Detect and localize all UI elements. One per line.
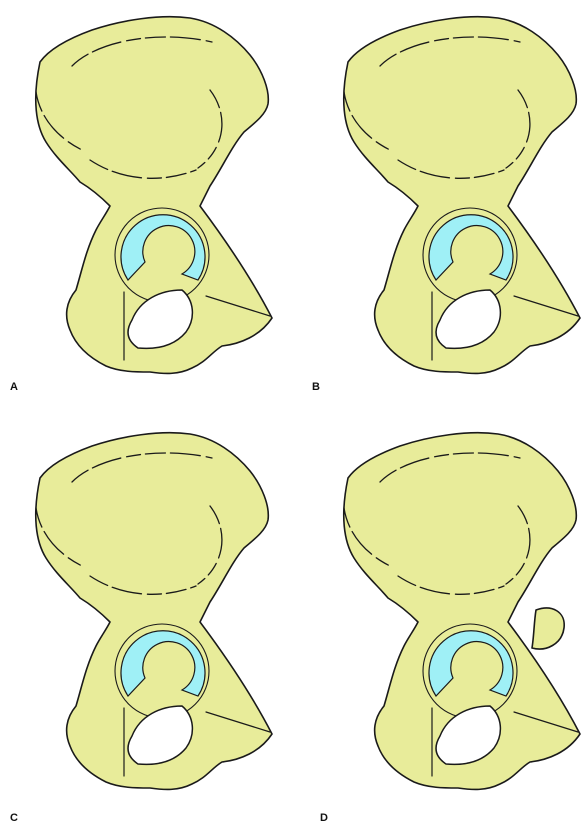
panel-label-c: C	[10, 813, 18, 824]
panel-a: A	[0, 0, 292, 416]
hip-bone-illustration-a	[0, 0, 292, 416]
panel-label-a: A	[10, 382, 18, 393]
hip-bone-illustration-c	[0, 416, 292, 832]
panel-d: D	[308, 416, 585, 832]
hip-bone-illustration-d	[308, 416, 585, 832]
panel-label-d: D	[320, 813, 328, 824]
hip-bone-illustration-b	[308, 0, 585, 416]
panel-b: B	[308, 0, 585, 416]
panel-label-b: B	[312, 382, 320, 393]
posterior-bulge	[532, 608, 564, 649]
panel-c: C	[0, 416, 292, 832]
